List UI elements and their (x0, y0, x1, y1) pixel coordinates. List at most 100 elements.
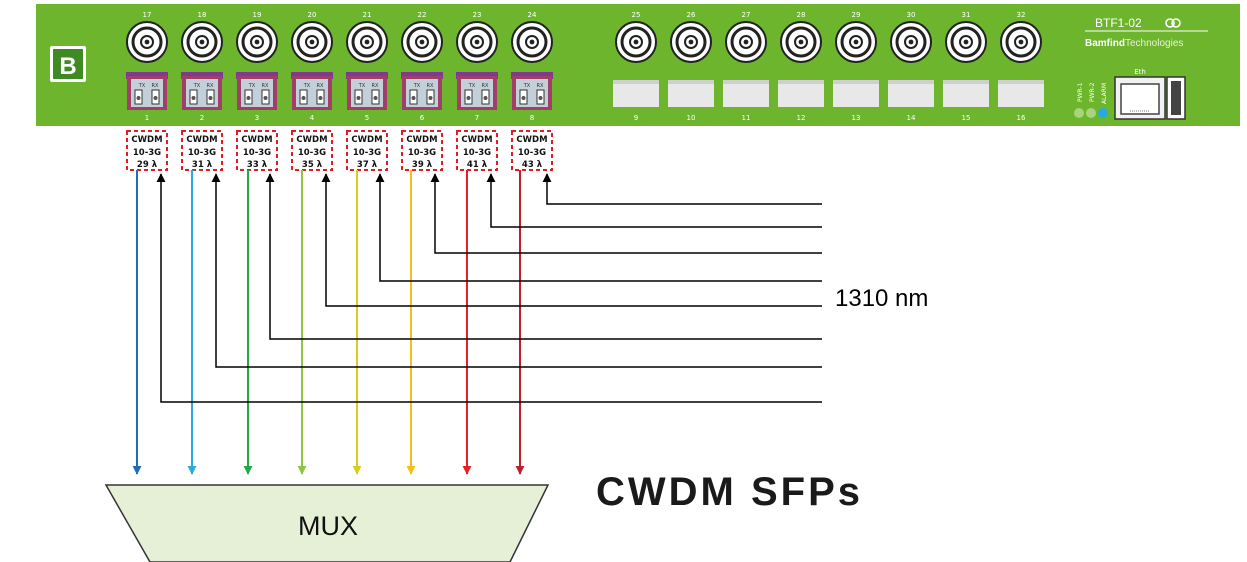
port-number: 1 (145, 114, 149, 122)
sfp-rx-label: RX (262, 83, 269, 89)
sfp-tx-label: TX (303, 83, 311, 89)
brand-bold: Bamfind (1085, 38, 1125, 49)
sfp-port-16[interactable]: 16 (998, 80, 1044, 122)
bnc-connector-20[interactable]: 20 (291, 11, 333, 63)
usb-port[interactable] (1166, 76, 1186, 120)
bnc-connector-24[interactable]: 24 (511, 11, 553, 63)
rx-line-5 (375, 173, 822, 282)
sfp-port-7[interactable]: TX RX 7 (456, 72, 498, 122)
sfp-rx-label: RX (427, 83, 434, 89)
eth-label: Eth (1134, 68, 1146, 76)
module-type: CWDM (406, 135, 437, 145)
module-wavelength: 37 λ (357, 160, 378, 170)
sfp-tx-label: TX (468, 83, 476, 89)
port-number: 4 (310, 114, 315, 122)
sfp-port-13[interactable]: 13 (833, 80, 879, 122)
port-number: 6 (420, 114, 425, 122)
sfp-port-15[interactable]: 15 (943, 80, 989, 122)
device-logo: B (50, 46, 86, 82)
sfp-tx-label: TX (248, 83, 256, 89)
sfp-rx-label: RX (372, 83, 379, 89)
bnc-connector-29[interactable]: 29 (835, 11, 877, 63)
module-type: CWDM (186, 135, 217, 145)
sfp-tx-label: TX (358, 83, 366, 89)
module-type: CWDM (131, 135, 162, 145)
port-number: 17 (143, 11, 152, 19)
rx-line-2 (211, 173, 822, 368)
ethernet-port[interactable]: Eth (1114, 68, 1166, 120)
port-number: 2 (200, 114, 204, 122)
diagram-title: CWDM SFPs (596, 470, 863, 514)
module-wavelength: 33 λ (247, 160, 268, 170)
bnc-connector-19[interactable]: 19 (236, 11, 278, 63)
rx-line-7 (486, 173, 822, 228)
bnc-connector-17[interactable]: 17 (126, 11, 168, 63)
module-type: CWDM (461, 135, 492, 145)
bnc-connector-28[interactable]: 28 (780, 11, 822, 63)
rx-line-3 (265, 173, 822, 340)
bnc-connector-18[interactable]: 18 (181, 11, 223, 63)
rx-line-4 (321, 173, 822, 307)
port-number: 7 (475, 114, 479, 122)
sfp-rx-label: RX (482, 83, 489, 89)
sfp-port-3[interactable]: TX RX 3 (236, 72, 278, 122)
wavelength-label: 1310 nm (835, 285, 928, 312)
module-type: CWDM (351, 135, 382, 145)
port-number: 15 (962, 114, 971, 122)
module-rate: 10-3G (298, 148, 326, 158)
sfp-port-14[interactable]: 14 (888, 80, 934, 122)
port-number: 18 (198, 11, 207, 19)
status-leds: PWR-1 PWR-2 ALARM (1074, 82, 1108, 118)
led-label-alarm: ALARM (1101, 83, 1108, 104)
device-model: BTF1-02 (1095, 16, 1142, 30)
module-wavelength: 43 λ (522, 160, 543, 170)
led-pwr1 (1074, 108, 1084, 118)
module-type: CWDM (296, 135, 327, 145)
port-number: 32 (1017, 11, 1026, 19)
sfp-port-9[interactable]: 9 (613, 80, 659, 122)
bnc-connector-22[interactable]: 22 (401, 11, 443, 63)
port-number: 16 (1017, 114, 1026, 122)
bnc-connector-21[interactable]: 21 (346, 11, 388, 63)
bnc-connector-27[interactable]: 27 (725, 11, 767, 63)
port-number: 3 (255, 114, 259, 122)
bnc-connector-32[interactable]: 32 (1000, 11, 1042, 63)
bnc-connector-23[interactable]: 23 (456, 11, 498, 63)
sfp-port-10[interactable]: 10 (668, 80, 714, 122)
module-rate: 10-3G (408, 148, 436, 158)
port-number: 24 (528, 11, 537, 19)
port-number: 31 (962, 11, 971, 19)
bnc-connector-31[interactable]: 31 (945, 11, 987, 63)
port-number: 20 (308, 11, 317, 19)
mux-block: MUX (104, 484, 550, 562)
port-number: 9 (634, 114, 638, 122)
led-label-pwr1: PWR-1 (1077, 82, 1084, 102)
bnc-connector-25[interactable]: 25 (615, 11, 657, 63)
port-number: 29 (852, 11, 861, 19)
led-label-pwr2: PWR-2 (1089, 82, 1096, 102)
sfp-port-12[interactable]: 12 (778, 80, 824, 122)
port-number: 10 (687, 114, 696, 122)
module-rate: 10-3G (463, 148, 491, 158)
bnc-connector-30[interactable]: 30 (890, 11, 932, 63)
module-type: CWDM (516, 135, 547, 145)
port-number: 28 (797, 11, 806, 19)
module-rate: 10-3G (133, 148, 161, 158)
sfp-port-11[interactable]: 11 (723, 80, 769, 122)
port-number: 11 (742, 114, 751, 122)
sfp-tx-label: TX (193, 83, 201, 89)
bnc-connector-26[interactable]: 26 (670, 11, 712, 63)
mux-label: MUX (298, 511, 358, 541)
port-number: 21 (363, 11, 372, 19)
module-wavelength: 29 λ (137, 160, 158, 170)
